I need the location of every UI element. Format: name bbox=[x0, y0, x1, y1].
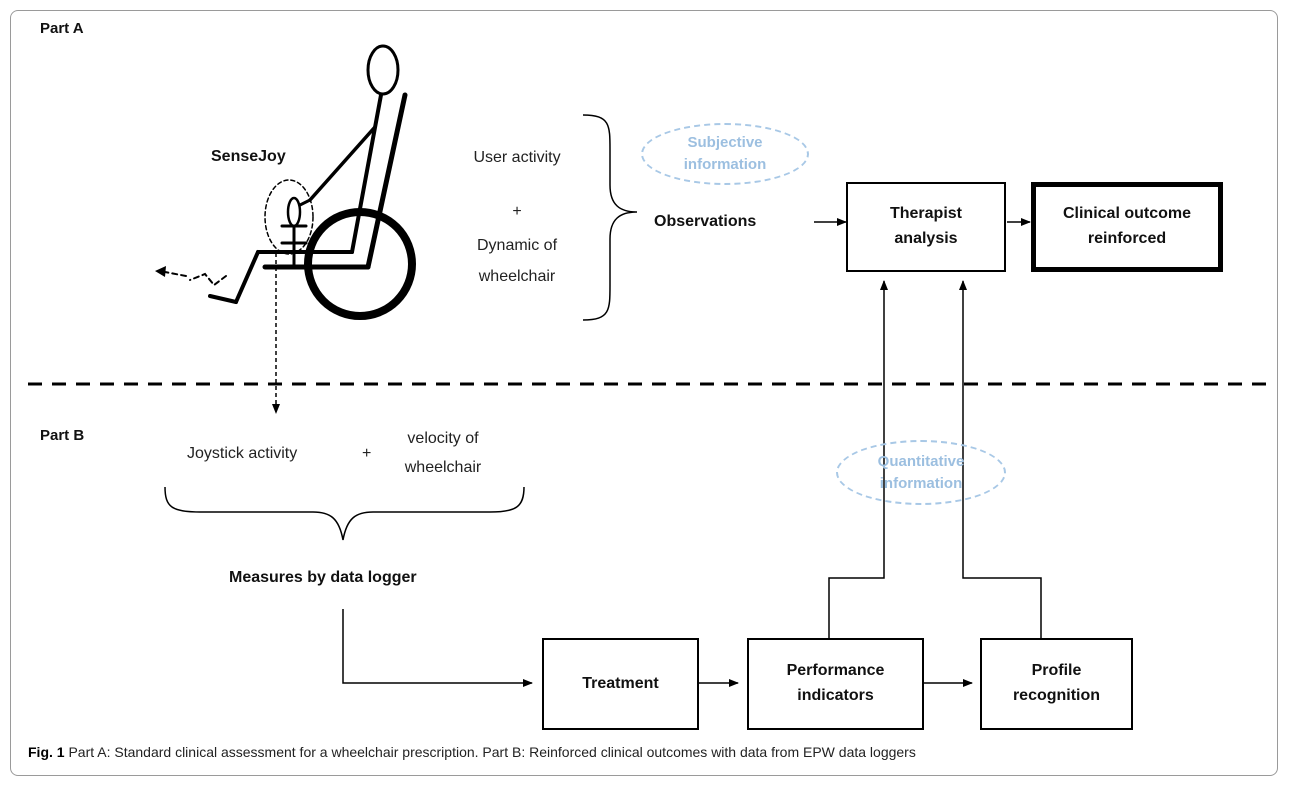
upper-arm bbox=[308, 125, 377, 202]
joystick-knob bbox=[286, 196, 302, 228]
forearm bbox=[298, 198, 312, 207]
user-activity-text: User activity bbox=[473, 149, 561, 166]
observations-brace bbox=[582, 114, 638, 321]
observations-label: Observations bbox=[654, 213, 757, 230]
velocity-line1: velocity of bbox=[407, 430, 479, 447]
part-b-label: Part B bbox=[40, 427, 85, 444]
wheelchair-illustration bbox=[155, 44, 416, 320]
treatment-box: Treatment bbox=[542, 638, 699, 730]
lower-leg bbox=[234, 250, 260, 304]
plus-sign-b: + bbox=[362, 445, 372, 462]
torso bbox=[350, 93, 383, 254]
dynamic-line1: Dynamic of bbox=[476, 237, 558, 254]
velocity-line2: wheelchair bbox=[404, 459, 482, 476]
plus-sign-a: + bbox=[512, 203, 522, 220]
wheel bbox=[304, 208, 416, 320]
dynamic-line2: wheelchair bbox=[478, 268, 556, 285]
joystick-activity-text: Joystick activity bbox=[187, 445, 298, 462]
sensejoy-label: SenseJoy bbox=[211, 148, 286, 165]
head bbox=[366, 44, 400, 96]
arrow-profile-to-therapist bbox=[959, 280, 1042, 639]
measures-label: Measures by data logger bbox=[229, 569, 417, 586]
arrow-measures-to-treatment bbox=[342, 609, 533, 687]
caption-text: Part A: Standard clinical assessment for… bbox=[64, 744, 916, 760]
arrow-performance-to-therapist bbox=[828, 280, 888, 639]
foot bbox=[208, 294, 238, 304]
part-a-label: Part A bbox=[40, 20, 84, 37]
figure-frame bbox=[10, 10, 1278, 776]
figure-caption: Fig. 1 Part A: Standard clinical assessm… bbox=[28, 744, 916, 760]
backrest bbox=[365, 92, 408, 270]
measures-brace bbox=[164, 486, 525, 541]
caption-prefix: Fig. 1 bbox=[28, 744, 65, 760]
